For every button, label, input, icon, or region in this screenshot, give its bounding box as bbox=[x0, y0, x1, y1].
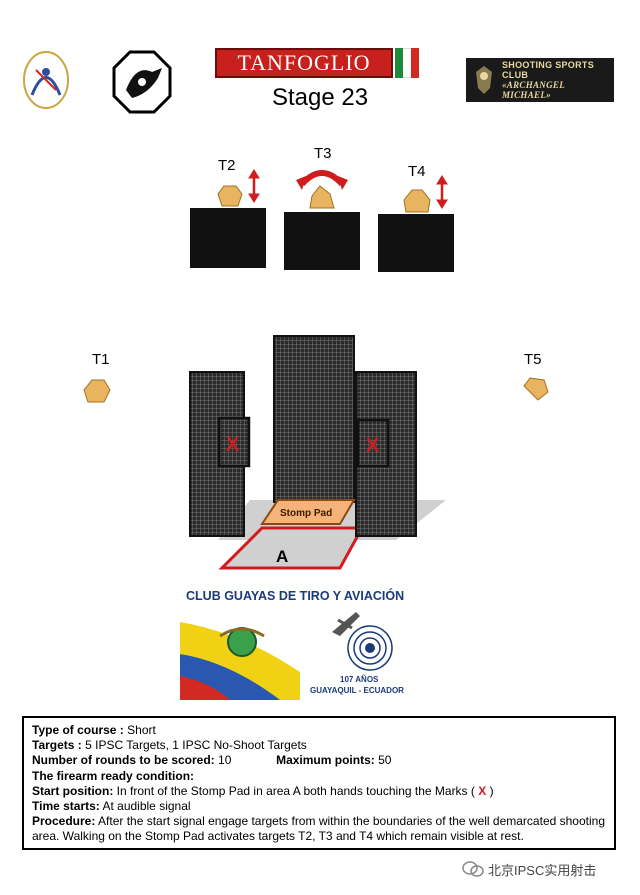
stomp-pad-label: Stomp Pad bbox=[280, 508, 332, 519]
stomp-pad bbox=[260, 499, 356, 525]
rotating-arrow-icon bbox=[296, 170, 348, 190]
start-value: In front of the Stomp Pad in area A both… bbox=[116, 783, 475, 798]
wechat-watermark: 北京IPSC实用射击 bbox=[462, 858, 632, 880]
course-label: Type of course : bbox=[32, 723, 124, 737]
course-row: Type of course : Short bbox=[32, 723, 606, 738]
airplane-icon bbox=[332, 612, 360, 636]
shooting-area-a bbox=[218, 526, 365, 570]
sponsor-logo: CLUB GUAYAS DE TIRO Y AVIACIÓN 107 AÑOS … bbox=[180, 582, 422, 700]
mark-x-right: X bbox=[366, 435, 380, 457]
shooting-target-icon bbox=[347, 625, 393, 671]
target-t5-icon bbox=[523, 377, 549, 401]
targets-label: Targets : bbox=[32, 738, 82, 753]
wall-center bbox=[273, 335, 355, 503]
sponsor-name: CLUB GUAYAS DE TIRO Y AVIACIÓN bbox=[186, 588, 404, 603]
procedure-label: Procedure: bbox=[32, 814, 96, 829]
time-row: Time starts: At audible signal bbox=[32, 799, 606, 814]
target-t3-icon bbox=[309, 185, 335, 209]
sponsor-years: 107 AÑOS bbox=[340, 675, 379, 684]
start-row: Start position: In front of the Stomp Pa… bbox=[32, 784, 606, 799]
ipsc-region-logo bbox=[112, 50, 172, 114]
procedure-value: After the start signal engage targets fr… bbox=[32, 814, 605, 844]
ready-label: The firearm ready condition: bbox=[32, 768, 195, 783]
archangel-emblem-icon bbox=[476, 66, 492, 94]
ready-row: The firearm ready condition: bbox=[32, 769, 606, 784]
rounds-value: 10 bbox=[218, 753, 232, 768]
start-mark: X bbox=[478, 783, 487, 798]
mark-box-right bbox=[356, 418, 390, 468]
mark-box-left bbox=[217, 416, 251, 468]
stage-diagram: T2 T3 T4 T1 T5 X X Stomp Pad A bbox=[83, 145, 549, 570]
federation-logo bbox=[23, 51, 69, 109]
course-value: Short bbox=[127, 723, 156, 737]
targets-row: Targets : 5 IPSC Targets, 1 IPSC No-Shoo… bbox=[32, 738, 606, 753]
wechat-icon bbox=[462, 861, 484, 877]
points-value: 50 bbox=[378, 753, 392, 768]
target-label-t3: T3 bbox=[314, 145, 332, 162]
stage-info-box: Type of course : Short Targets : 5 IPSC … bbox=[22, 716, 616, 850]
rounds-label: Number of rounds to be scored: bbox=[32, 753, 215, 768]
watermark-text: 北京IPSC实用射击 bbox=[488, 862, 597, 878]
target-t2-icon bbox=[217, 185, 243, 207]
start-label: Start position: bbox=[32, 783, 114, 798]
rounds-row: Number of rounds to be scored: 10 Maximu… bbox=[32, 753, 606, 768]
targets-value: 5 IPSC Targets, 1 IPSC No-Shoot Targets bbox=[85, 738, 307, 753]
procedure-row: Procedure: After the start signal engage… bbox=[32, 814, 606, 844]
club-badge: SHOOTING SPORTS CLUB «ARCHANGEL MICHAEL» bbox=[466, 58, 614, 102]
area-label: A bbox=[276, 547, 288, 566]
target-label-t4: T4 bbox=[408, 163, 426, 180]
sponsor-city: GUAYAQUIL - ECUADOR bbox=[310, 686, 404, 695]
points-label: Maximum points: bbox=[276, 753, 375, 768]
target-label-t5: T5 bbox=[524, 351, 542, 368]
club-badge-line2: «ARCHANGEL MICHAEL» bbox=[502, 80, 565, 100]
stage-title: Stage 23 bbox=[271, 84, 369, 111]
barrel-t2 bbox=[190, 208, 266, 268]
barrel-t4 bbox=[378, 214, 454, 272]
target-t4-icon bbox=[403, 189, 431, 213]
time-label: Time starts: bbox=[32, 799, 100, 814]
target-t1-icon bbox=[83, 379, 111, 403]
start-end: ) bbox=[489, 783, 494, 798]
mark-x-left: X bbox=[226, 434, 240, 456]
target-label-t1: T1 bbox=[92, 351, 110, 368]
brand-logo: TANFOGLIO bbox=[215, 48, 393, 78]
club-badge-line1: SHOOTING SPORTS CLUB bbox=[502, 60, 595, 80]
target-label-t2: T2 bbox=[218, 157, 236, 174]
italian-flag-icon bbox=[395, 48, 419, 78]
vertical-arrow-icon bbox=[248, 169, 260, 203]
time-value: At audible signal bbox=[102, 799, 191, 814]
barrel-t3 bbox=[284, 212, 360, 270]
vertical-arrow-icon bbox=[436, 175, 448, 209]
